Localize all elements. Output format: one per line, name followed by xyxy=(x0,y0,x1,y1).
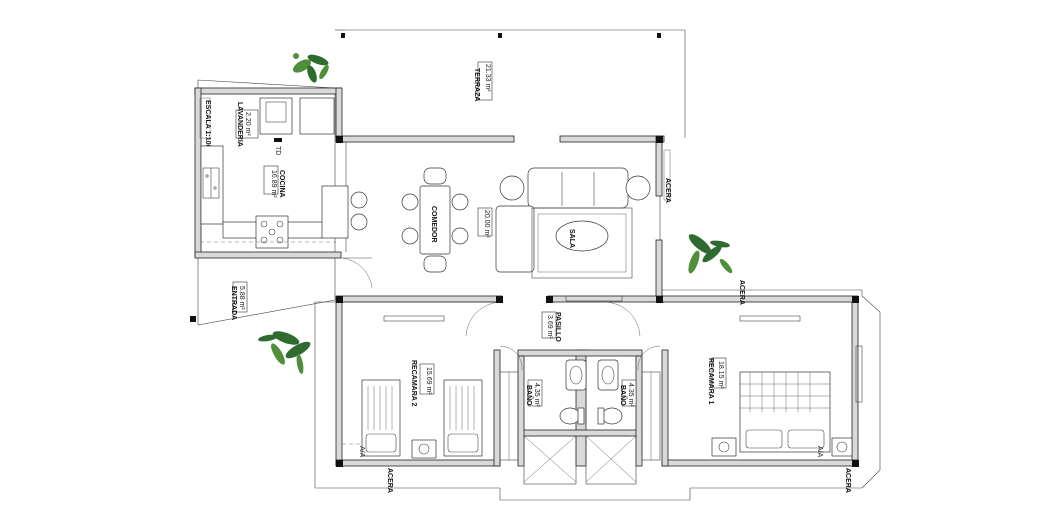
window xyxy=(855,345,863,403)
bar-stool xyxy=(350,213,368,231)
living: 20.00 m² SALA ACERA xyxy=(477,149,671,279)
nightstand xyxy=(711,437,737,457)
pillow xyxy=(447,433,479,453)
nightstand xyxy=(411,439,437,459)
pillow xyxy=(787,429,825,449)
bedroom-1-label-box xyxy=(711,357,727,389)
armchair xyxy=(495,205,535,273)
coffee-table xyxy=(555,220,609,252)
kitchen-label: COCINA xyxy=(278,170,285,198)
dryer xyxy=(299,97,335,135)
bedroom-1-label: RECAMARA 1 xyxy=(707,358,714,405)
dining: COMEDOR xyxy=(401,167,469,273)
dining-label: COMEDOR xyxy=(430,206,437,243)
dining-chair xyxy=(451,227,469,245)
bathrooms: 4.35 m² BAÑO 4.35 m² BAÑO xyxy=(525,359,637,425)
hallway-label-box xyxy=(541,311,557,339)
hallway: 3.69 m² PASILLO xyxy=(541,311,561,342)
entrance: 5.88 m² ENTRADA xyxy=(190,281,248,322)
sidewalk-label-bottom-right: ACERA xyxy=(844,468,851,493)
window xyxy=(383,315,445,322)
kitchen-area: 16.89 m² xyxy=(270,170,277,198)
pillow xyxy=(365,433,397,453)
kitchen: 16.89 m² COCINA xyxy=(200,145,368,249)
rug xyxy=(531,207,633,279)
dining-chair xyxy=(423,167,447,185)
plant-right xyxy=(688,234,733,274)
living-area: 20.00 m² xyxy=(483,210,490,238)
kitchen-label-box xyxy=(263,165,279,195)
bedroom-2: 15.69 m² RECAMARA 2 A/A ACERA xyxy=(342,360,483,493)
terrace-label: TERRAZA xyxy=(473,68,480,101)
bedroom-2-label: RECAMARA 2 xyxy=(410,360,417,407)
living-label: SALA xyxy=(568,229,575,248)
washer xyxy=(259,97,293,135)
dining-chair xyxy=(401,227,419,245)
ac-left-label: A/A xyxy=(358,446,365,458)
entrance-column xyxy=(190,316,196,322)
bath-right-area: 4.35 m² xyxy=(627,383,634,407)
laundry: TD 2.20 m² LAVANDERIA ESCALA 1:100 xyxy=(199,97,335,155)
dining-chair xyxy=(401,193,419,211)
toilet-left xyxy=(559,407,581,425)
laundry-area: 2.20 m² xyxy=(244,112,251,136)
bedroom-2-area: 15.69 m² xyxy=(425,367,432,395)
stove-icon xyxy=(255,215,289,249)
ac-right-label: A/A xyxy=(816,446,823,458)
bath-right-label-box xyxy=(621,379,637,407)
side-table xyxy=(499,175,525,201)
side-table xyxy=(625,175,651,201)
plant-left xyxy=(258,331,311,374)
kitchen-counter-left xyxy=(200,145,224,225)
toilet-right xyxy=(601,407,623,425)
bathroom-sink-right xyxy=(597,359,619,391)
entrance-label: ENTRADA xyxy=(230,286,237,320)
terrace-area: 21.33 m² xyxy=(484,64,491,92)
entrance-label-box xyxy=(232,281,248,313)
terrace-column xyxy=(341,33,345,38)
bath-right-label: BAÑO xyxy=(619,385,628,406)
window xyxy=(565,295,623,302)
sidewalk-label-bottom-left: ACERA xyxy=(386,468,393,493)
bar-stool xyxy=(350,191,368,209)
sidewalk-label-right-top: ACERA xyxy=(664,178,671,203)
hallway-area: 3.69 m² xyxy=(546,315,553,339)
bed-left xyxy=(361,379,401,457)
plant-top-left xyxy=(292,53,329,83)
dining-table xyxy=(419,185,451,255)
kitchen-island xyxy=(321,185,349,239)
bed-right xyxy=(443,379,483,457)
laundry-label-box xyxy=(235,109,259,139)
columns xyxy=(336,136,859,467)
living-label-box xyxy=(477,207,493,237)
hallway-label: PASILLO xyxy=(554,312,561,342)
pillow xyxy=(745,429,783,449)
bath-left-label: BAÑO xyxy=(525,385,534,406)
dining-chair xyxy=(451,193,469,211)
td-panel xyxy=(274,138,282,142)
bath-left-area: 4.35 m² xyxy=(533,383,540,407)
dining-chair xyxy=(423,255,447,273)
td-label: TD xyxy=(274,146,281,155)
bedroom-1-area: 18.15 m² xyxy=(717,361,724,389)
bathroom-sink-left xyxy=(565,359,587,391)
bedroom-2-label-box xyxy=(419,363,435,395)
entrance-area: 5.88 m² xyxy=(238,286,245,310)
terrace-column xyxy=(498,33,502,38)
nightstand xyxy=(831,437,853,457)
window xyxy=(739,315,801,322)
bath-left-label-box xyxy=(527,379,543,407)
terrace-column xyxy=(657,33,661,38)
bed-double xyxy=(739,371,831,453)
laundry-label: LAVANDERIA xyxy=(236,102,243,147)
sidewalk-label-right-mid: ACERA xyxy=(738,280,745,305)
bedroom-1: 18.15 m² RECAMARA 1 A/A ACERA ACERA xyxy=(707,280,853,493)
terrace: 21.33 m² TERRAZA xyxy=(341,33,661,101)
terrace-label-box xyxy=(477,61,493,101)
scale-label: ESCALA 1:100 xyxy=(204,100,211,148)
sofa xyxy=(527,167,629,209)
